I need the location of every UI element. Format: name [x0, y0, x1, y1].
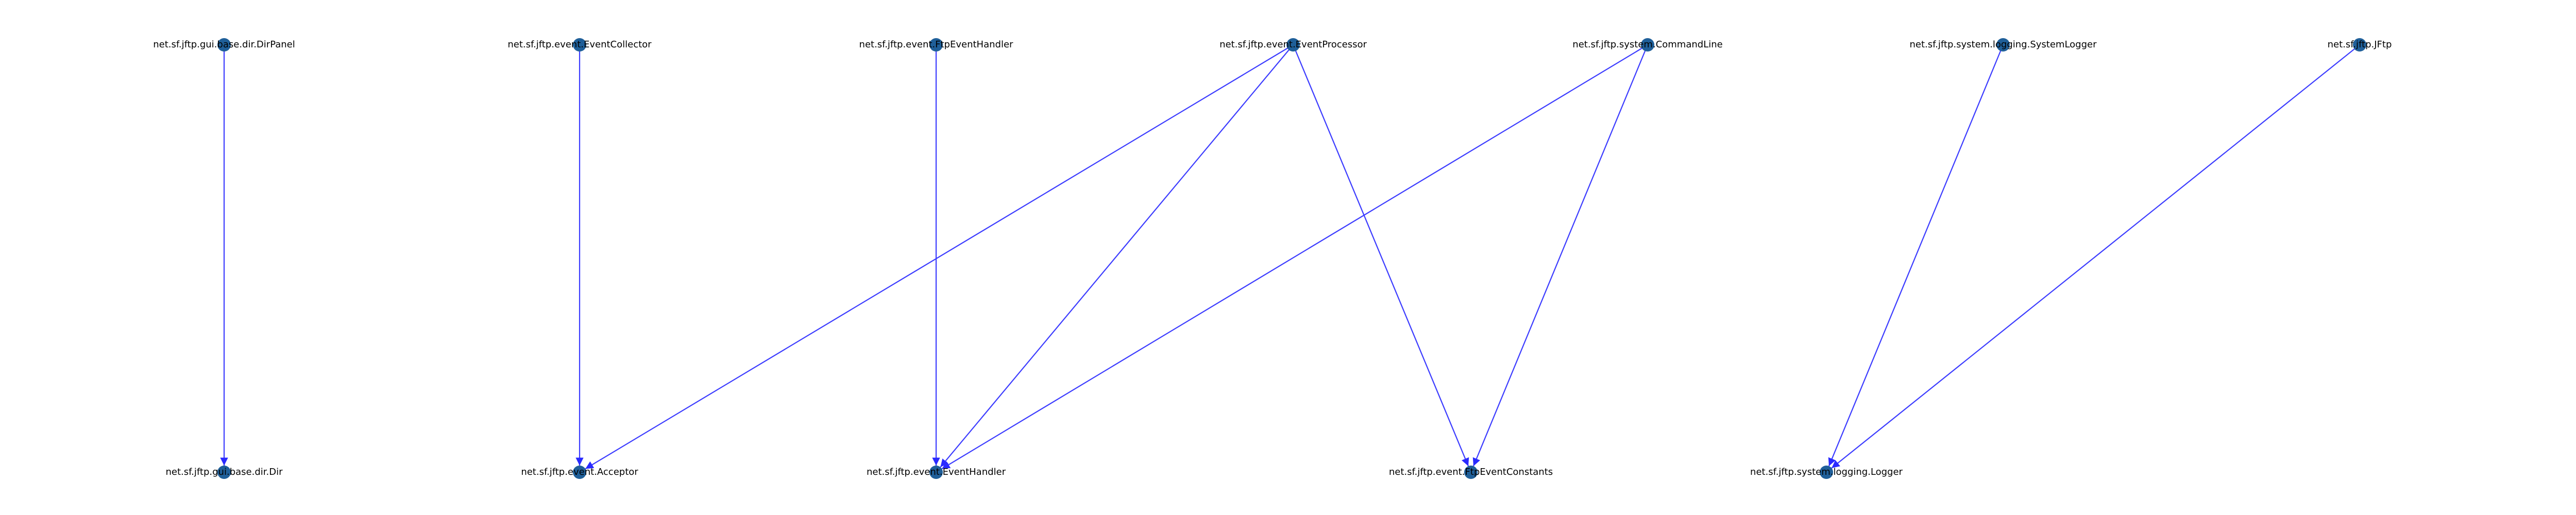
- node-commandline: [1641, 38, 1654, 52]
- node-systemlogger: [1996, 38, 2010, 52]
- node-label-eventcollector: net.sf.jftp.event.EventCollector: [507, 39, 652, 50]
- node-label-eventhandler: net.sf.jftp.event.EventHandler: [867, 467, 1006, 477]
- node-ftpeventhandler: [929, 38, 943, 52]
- node-label-dirpanel: net.sf.jftp.gui.base.dir.DirPanel: [153, 39, 295, 50]
- node-label-commandline: net.sf.jftp.system.CommandLine: [1572, 39, 1722, 50]
- node-ftpeventconstants: [1464, 466, 1478, 479]
- node-label-jftp: net.sf.jftp.JFtp: [2328, 39, 2392, 50]
- node-eventprocessor: [1286, 38, 1300, 52]
- node-label-acceptor: net.sf.jftp.event.Acceptor: [521, 467, 638, 477]
- node-label-ftpeventconstants: net.sf.jftp.event.FtpEventConstants: [1389, 467, 1553, 477]
- edge-systemlogger-to-logger: [1828, 44, 2004, 467]
- node-label-systemlogger: net.sf.jftp.system.logging.SystemLogger: [1909, 39, 2097, 50]
- node-logger: [1820, 466, 1833, 479]
- nodes-layer: [217, 38, 2366, 479]
- node-eventcollector: [573, 38, 586, 52]
- edge-commandline-to-ftpeventconstants: [1472, 44, 1649, 467]
- edge-commandline-to-eventhandler: [941, 44, 1648, 470]
- edge-eventprocessor-to-ftpeventconstants: [1292, 44, 1469, 467]
- labels-layer: net.sf.jftp.gui.base.dir.DirPanel net.sf.…: [153, 39, 2392, 477]
- node-label-logger: net.sf.jftp.system.logging.Logger: [1750, 467, 1903, 477]
- node-label-dir: net.sf.jftp.gui.base.dir.Dir: [166, 467, 283, 477]
- node-acceptor: [573, 466, 586, 479]
- node-label-ftpeventhandler: net.sf.jftp.event.FtpEventHandler: [859, 39, 1013, 50]
- node-jftp: [2353, 38, 2366, 52]
- node-dir: [217, 466, 231, 479]
- edge-jftp-to-logger: [1831, 44, 2360, 469]
- node-dirpanel: [217, 38, 231, 52]
- edge-eventprocessor-to-eventhandler: [940, 44, 1294, 468]
- node-eventhandler: [929, 466, 943, 479]
- node-label-eventprocessor: net.sf.jftp.event.EventProcessor: [1219, 39, 1367, 50]
- edges-layer: [220, 44, 2360, 470]
- edge-eventprocessor-to-acceptor: [585, 44, 1294, 470]
